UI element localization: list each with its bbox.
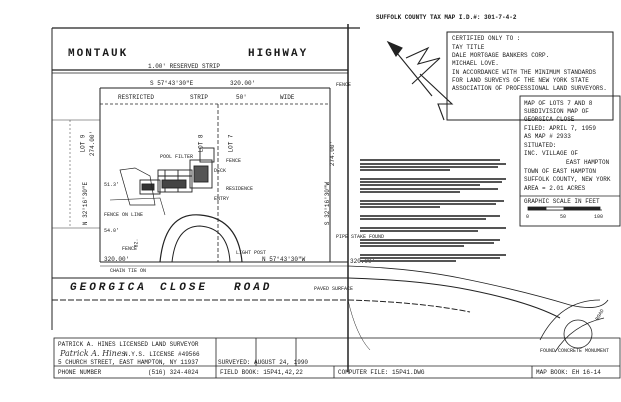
paved-surface-label: PAVED SURFACE <box>314 286 354 292</box>
field-book: FIELD BOOK: 15P41,42,22 <box>220 369 303 376</box>
left-dist: 274.00' <box>89 130 97 157</box>
phone-number: (516) 324-4024 <box>148 369 199 376</box>
license-number: N.Y.S. LICENSE #49566 <box>124 351 200 358</box>
light-post-label: LIGHT POST <box>236 250 267 256</box>
road-close: CLOSE <box>160 282 209 294</box>
map-info-6: SITUATED: <box>524 142 557 149</box>
accord-line-3: ASSOCIATION OF PROFESSIONAL LAND SURVEYO… <box>452 85 607 92</box>
chain-tie-label: CHAIN TIE ON <box>110 268 147 274</box>
right-dist: 274.00' <box>329 140 337 167</box>
right-bearing: S 32°16'30"W <box>324 181 332 226</box>
graphic-scale-title: GRAPHIC SCALE IN FEET <box>524 198 600 205</box>
dist-top: 320.00' <box>230 80 256 87</box>
dist-bottom: 320.00' <box>104 256 130 263</box>
entry-label: ENTRY <box>214 196 230 202</box>
map-info-2: SUBDIVISION MAP OF <box>524 108 589 115</box>
computer-file: COMPUTER FILE: 15P41.DWG <box>338 369 425 376</box>
signature: Patrick A. Hines <box>60 349 126 358</box>
dim-54: 54.0' <box>104 228 120 234</box>
surveyed-date: SURVEYED: AUGUST 24, 1990 <box>218 359 309 366</box>
reserved-strip-label: 1.00' RESERVED STRIP <box>148 63 221 70</box>
map-info-area: AREA = 2.01 ACRES <box>524 185 586 192</box>
monument-label: FOUND CONCRETE MONUMENT <box>540 348 610 354</box>
strip-label: STRIP <box>190 94 209 101</box>
fence-right-label: FENCE <box>336 82 352 88</box>
accord-line-2: FOR LAND SURVEYS OF THE NEW YORK STATE <box>452 77 589 84</box>
bearing-top: S 57°43'30"E <box>150 80 194 87</box>
restricted-label: RESTRICTED <box>118 94 155 101</box>
tax-map-id: SUFFOLK COUNTY TAX MAP I.D.#: 301-7-4-2 <box>376 14 517 21</box>
street-montauk: MONTAUK <box>68 48 129 60</box>
map-info-3: GEORGICA CLOSE <box>524 116 575 123</box>
fence-bottom-label: FENCE <box>122 246 138 252</box>
survey-notes <box>360 158 510 264</box>
map-info-town: TOWN OF EAST HAMPTON <box>524 168 597 175</box>
certified-line-3: MICHAEL LOVE. <box>452 60 499 67</box>
dim-51: 51.3' <box>104 182 120 188</box>
map-info-7: INC. VILLAGE OF <box>524 150 579 157</box>
lot-9-label: LOT 9 <box>79 134 87 153</box>
lot-7-label: LOT 7 <box>227 134 235 153</box>
scale-tick-50: 50 <box>560 214 567 220</box>
map-book: MAP BOOK: EH 16-14 <box>536 369 601 376</box>
residence-label: RESIDENCE <box>226 186 254 192</box>
pipe-stake-label: PIPE STAKE FOUND <box>336 234 385 240</box>
wide-label: WIDE <box>280 94 295 101</box>
deck-label: DECK <box>214 168 227 174</box>
lot-8-label: LOT 8 <box>197 134 205 153</box>
surveyor-name: PATRICK A. HINES LICENSED LAND SURVEYOR <box>58 341 199 348</box>
accord-line-1: IN ACCORDANCE WITH THE MINIMUM STANDARDS <box>452 69 597 76</box>
road-georgica: GEORGICA <box>70 282 147 294</box>
road-road: ROAD <box>234 282 273 294</box>
street-highway: HIGHWAY <box>248 48 309 60</box>
width-label: 50' <box>236 94 247 101</box>
pool-filter-label: POOL FILTER <box>160 154 194 160</box>
map-info-county: SUFFOLK COUNTY, NEW YORK <box>524 176 611 183</box>
map-info-1: MAP OF LOTS 7 AND 8 <box>524 100 593 107</box>
phone-label: PHONE NUMBER <box>58 369 102 376</box>
surveyor-address: 5 CHURCH STREET, EAST HAMPTON, NY 11937 <box>58 359 199 366</box>
scale-tick-100: 100 <box>594 214 604 220</box>
bearing-bottom: N 57°43'30"W <box>262 256 306 263</box>
fence-label: FENCE <box>226 158 242 164</box>
certified-line-2: DALE MORTGAGE BANKERS CORP. <box>452 52 550 59</box>
scale-tick-0: 0 <box>526 214 530 220</box>
certified-title: CERTIFIED ONLY TO : <box>452 35 521 42</box>
left-bearing: N 32°16'30"E <box>82 181 90 226</box>
map-info-east-hampton: EAST HAMPTON <box>566 159 610 166</box>
map-info-4: FILED: APRIL 7, 1959 <box>524 125 597 132</box>
fence-on-line-label: FENCE ON LINE <box>104 212 144 218</box>
map-info-5: AS MAP # 2933 <box>524 133 571 140</box>
certified-line-1: TAY TITLE <box>452 44 485 51</box>
